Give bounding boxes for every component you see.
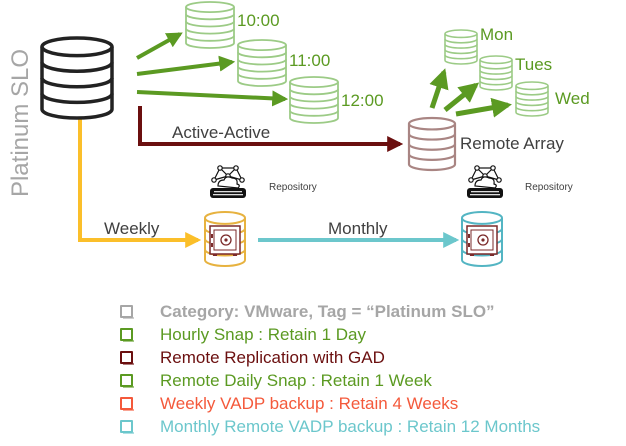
checkbox-icon	[120, 420, 134, 434]
legend-item-weekly-backup: Weekly VADP backup : Retain 4 Weeks	[120, 392, 540, 415]
weekly-backup-arrow	[78, 115, 202, 248]
daily-arrow-mon	[429, 68, 449, 109]
legend-text: Weekly VADP backup : Retain 4 Weeks	[160, 393, 459, 413]
weekly-backup-vault-db-icon	[204, 211, 246, 267]
snapshot-label-1200: 12:00	[341, 91, 384, 110]
ops-center-protector-logo-remote	[467, 165, 503, 198]
weekly-label: Weekly	[104, 219, 160, 238]
legend-text: Remote Replication with GAD	[160, 347, 385, 367]
legend-item-remote-daily-snap: Remote Daily Snap : Retain 1 Week	[120, 369, 540, 392]
legend-item-remote-replication: Remote Replication with GAD	[120, 346, 540, 369]
snapshot-db-icon-1100	[237, 39, 287, 87]
remote-snapshot-label-mon: Mon	[480, 25, 514, 44]
checkbox-icon	[120, 374, 134, 388]
legend-text: Monthly Remote VADP backup : Retain 12 M…	[160, 416, 541, 436]
hourly-arrow-1100	[136, 55, 236, 76]
slo-title-text: Platinum SLO	[7, 48, 34, 198]
legend-item-category: Category: VMware, Tag = “Platinum SLO”	[120, 300, 540, 323]
vault-icon	[209, 225, 241, 256]
snapshot-db-icon-1200	[289, 76, 339, 124]
checkbox-icon	[120, 397, 134, 411]
monthly-backup-vault-db-icon	[461, 211, 503, 267]
legend-text: Remote Daily Snap : Retain 1 Week	[160, 370, 432, 390]
active-active-label: Active-Active	[172, 123, 271, 142]
hourly-arrow-1200	[136, 90, 289, 107]
legend-text: Hourly Snap : Retain 1 Day	[160, 324, 366, 344]
connectors	[78, 32, 512, 248]
repository-label-local: Repository	[269, 182, 317, 193]
remote-array-db-icon	[407, 116, 457, 172]
snapshot-db-icon-1000	[185, 1, 235, 49]
remote-snapshot-db-icon-wed	[515, 81, 549, 117]
primary-database-icon	[40, 36, 114, 120]
slo-title: Platinum SLO	[6, 28, 36, 218]
remote-snapshot-db-icon-mon	[444, 29, 478, 65]
checkbox-icon	[120, 351, 134, 365]
ops-center-protector-logo-local	[210, 165, 246, 198]
snapshot-label-1100: 11:00	[289, 51, 331, 70]
checkbox-icon	[120, 328, 134, 342]
daily-arrow-tues	[443, 82, 480, 112]
snapshot-label-1000: 10:00	[237, 11, 280, 30]
repository-label-remote: Repository	[525, 182, 573, 193]
remote-snapshot-db-icon-tues	[479, 55, 513, 91]
remote-snapshot-label-tues: Tues	[515, 55, 553, 74]
remote-array-label: Remote Array	[460, 134, 564, 153]
legend-item-hourly-snap: Hourly Snap : Retain 1 Day	[120, 323, 540, 346]
remote-snapshot-label-wed: Wed	[555, 89, 590, 108]
vault-icon	[466, 225, 498, 256]
gad-replication-arrow	[138, 106, 404, 152]
legend-item-monthly-backup: Monthly Remote VADP backup : Retain 12 M…	[120, 415, 540, 438]
legend: Category: VMware, Tag = “Platinum SLO” H…	[120, 300, 540, 438]
hourly-arrow-1000	[136, 32, 183, 60]
daily-arrow-wed	[455, 97, 512, 118]
monthly-label: Monthly	[328, 219, 388, 238]
checkbox-icon	[120, 305, 134, 319]
legend-text: Category: VMware, Tag = “Platinum SLO”	[160, 301, 495, 321]
